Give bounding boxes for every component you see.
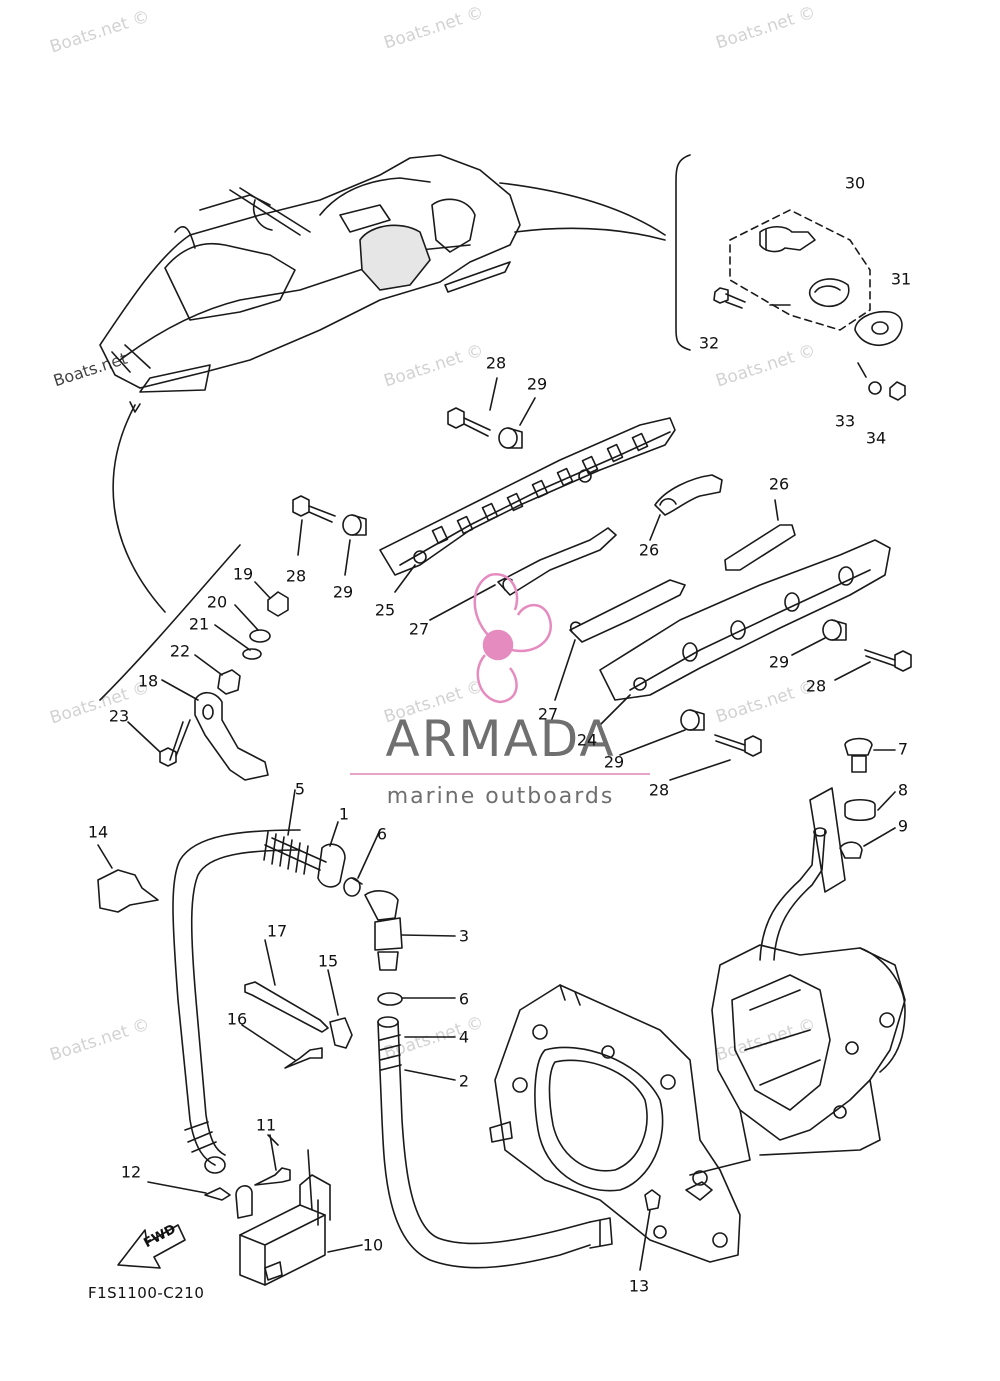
callout-29: 29 [603,752,625,772]
callout-3: 3 [458,926,470,946]
callout-32: 32 [698,333,720,353]
callout-22: 22 [169,641,191,661]
callout-14: 14 [87,822,109,842]
callout-9: 9 [897,816,909,836]
callout-2: 2 [458,1071,470,1091]
brand-name: ARMADA [385,710,616,768]
hose-2 [377,1016,613,1269]
callout-28: 28 [285,566,307,586]
watercraft-illustration [99,154,521,393]
callout-30: 30 [844,173,866,193]
collars-29 [342,427,847,731]
callout-5: 5 [294,779,306,799]
callout-29: 29 [332,582,354,602]
callout-8: 8 [897,780,909,800]
callout-4: 4 [458,1027,470,1047]
callout-13: 13 [628,1276,650,1296]
callout-11: 11 [255,1115,277,1135]
rail-bracket-right [599,539,891,701]
hose-5 [172,789,346,1174]
callout-6: 6 [458,989,470,1009]
callout-12: 12 [120,1162,142,1182]
callout-24: 24 [576,730,598,750]
callout-23: 23 [108,706,130,726]
callout-17: 17 [266,921,288,941]
callout-7: 7 [897,739,909,759]
diagram-code: F1S1100-C210 [88,1284,205,1302]
callout-19: 19 [232,564,254,584]
callout-20: 20 [206,592,228,612]
callout-27: 27 [537,704,559,724]
bolts-28 [292,407,912,757]
callout-6: 6 [376,824,388,844]
callout-1: 1 [338,804,350,824]
callout-31: 31 [890,269,912,289]
callout-10: 10 [362,1235,384,1255]
brand-divider [350,773,650,775]
callout-29: 29 [526,374,548,394]
callout-34: 34 [865,428,887,448]
callout-28: 28 [805,676,827,696]
callout-29: 29 [768,652,790,672]
callout-27: 27 [408,619,430,639]
brand-tagline: marine outboards [386,784,615,809]
rail-bracket-left [379,417,676,576]
callout-25: 25 [374,600,396,620]
callout-33: 33 [834,411,856,431]
callout-26: 26 [638,540,660,560]
callout-16: 16 [226,1009,248,1029]
callout-28: 28 [485,353,507,373]
callout-28: 28 [648,780,670,800]
callout-21: 21 [188,614,210,634]
nozzle-housing [689,944,906,1176]
callout-26: 26 [768,474,790,494]
callout-18: 18 [137,671,159,691]
callout-15: 15 [317,951,339,971]
intake-housing [489,984,741,1271]
armada-propeller-logo [473,572,553,704]
